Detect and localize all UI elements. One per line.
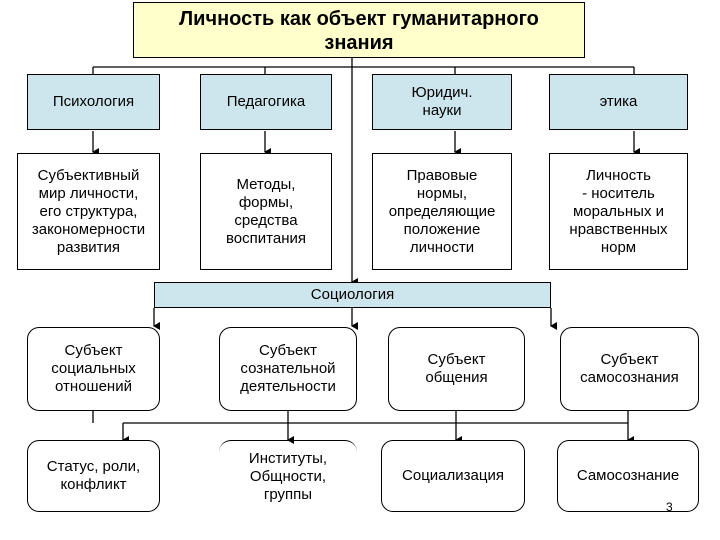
discipline-law: Юридич. науки	[372, 74, 512, 130]
subject-self-awareness: Субъект самосознания	[560, 327, 699, 411]
subject-communication: Субъект общения	[388, 327, 525, 411]
subject-conscious-activity: Субъект сознательной деятельности	[219, 327, 357, 411]
detail-institutions: Институты, Общности, группы	[219, 440, 357, 512]
description-psychology: Субъективный мир личности, его структура…	[17, 153, 160, 270]
discipline-psychology: Психология	[27, 74, 160, 130]
discipline-ethics: этика	[549, 74, 688, 130]
description-pedagogy: Методы, формы, средства воспитания	[200, 153, 332, 270]
description-law: Правовые нормы, определяющие положение л…	[372, 153, 512, 270]
diagram-title: Личность как объект гуманитарного знания	[133, 2, 585, 58]
page-number: 3	[666, 500, 673, 514]
discipline-pedagogy: Педагогика	[200, 74, 332, 130]
sociology-bar: Социология	[154, 282, 551, 308]
detail-socialization: Социализация	[381, 440, 525, 512]
detail-status-roles: Статус, роли, конфликт	[27, 440, 160, 512]
detail-self-awareness: Самосознание	[557, 440, 699, 512]
description-ethics: Личность - носитель моральных и нравстве…	[549, 153, 688, 270]
subject-social-relations: Субъект социальных отношений	[27, 327, 160, 411]
